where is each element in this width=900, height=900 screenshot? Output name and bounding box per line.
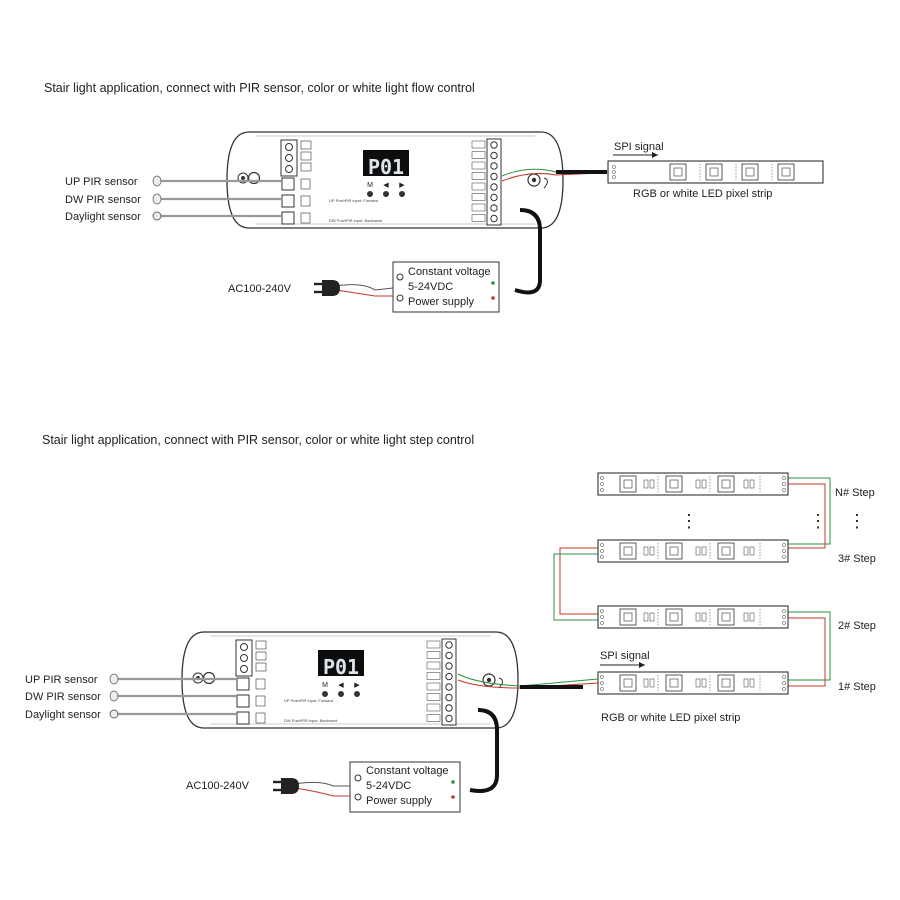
ac-plug-icon	[271, 776, 301, 796]
diagram1-controller: P01 M ◀ ▶ UP PushPIR input: Forward DW P…	[226, 131, 564, 229]
diagram1-psu-line1: Constant voltage	[408, 266, 491, 278]
strip-step-n	[597, 472, 789, 496]
diagram2-sensor-wires	[117, 677, 237, 716]
diagram2-daylight-label: Daylight sensor	[25, 709, 101, 721]
step-wiring	[553, 477, 831, 687]
diagram1-spi-label: SPI signal	[614, 141, 664, 153]
diagram2-psu-line3: Power supply	[366, 795, 433, 807]
ac-plug-icon	[312, 278, 342, 298]
controller-display: P01	[368, 155, 404, 179]
diagram1-strip-label: RGB or white LED pixel strip	[633, 188, 772, 200]
controller-display: P01	[323, 655, 359, 679]
up-pir-sensor-icon	[109, 673, 119, 685]
diagram1-spi-cable	[501, 168, 607, 182]
diagram2-spi-label: SPI signal	[600, 650, 650, 662]
diagram2-ac-wire	[294, 781, 350, 787]
diagram1-title: Stair light application, connect with PI…	[44, 81, 475, 95]
diagram1-psu-line2: 5-24VDC	[408, 281, 453, 293]
diagram2-dw-pir-label: DW PIR sensor	[25, 691, 101, 703]
daylight-sensor-icon	[109, 709, 119, 719]
strip-step-2	[597, 605, 789, 629]
diagram2-psu-line1: Constant voltage	[366, 765, 449, 777]
button-left-label: ◀	[383, 182, 389, 189]
step-n-label: N# Step	[835, 487, 875, 499]
diagram1-ac-wire	[335, 284, 394, 291]
note-dw: DW PushPIR input: Backward	[329, 218, 382, 223]
diagram1-daylight-label: Daylight sensor	[65, 211, 141, 223]
step-2-label: 2# Step	[838, 620, 876, 632]
strip-step-3	[597, 539, 789, 563]
step-1-label: 1# Step	[838, 681, 876, 693]
ellipsis-2: ⋮	[809, 511, 827, 531]
daylight-sensor-icon	[152, 211, 162, 221]
ellipsis-1: ⋮	[680, 511, 698, 531]
button-mode-label: M	[367, 182, 373, 189]
diagram2-power-supply: Constant voltage 5-24VDC Power supply	[349, 761, 461, 813]
diagram1-dc-cable	[514, 208, 542, 295]
diagram1-dw-pir-label: DW PIR sensor	[65, 194, 141, 206]
diagram2-controller: P01 M ◀ ▶ UP PushPIR input: Forward DW P…	[181, 631, 519, 729]
diagram2-dc-cable	[469, 708, 499, 793]
up-pir-sensor-icon	[152, 175, 162, 187]
note-up: UP PushPIR input: Forward	[284, 698, 333, 703]
diagram2-ac-label: AC100-240V	[186, 780, 250, 792]
button-right-label: ▶	[354, 682, 360, 689]
note-up: UP PushPIR input: Forward	[329, 198, 378, 203]
diagram2-strip-label: RGB or white LED pixel strip	[601, 712, 740, 724]
diagram2-up-pir-label: UP PIR sensor	[25, 674, 98, 686]
diagram2-title: Stair light application, connect with PI…	[42, 433, 474, 447]
dw-pir-sensor-icon	[152, 193, 162, 205]
diagram1-power-supply: Constant voltage 5-24VDC Power supply	[392, 261, 500, 313]
dw-pir-sensor-icon	[109, 690, 119, 702]
diagram1-psu-line3: Power supply	[408, 296, 475, 308]
ellipsis-3: ⋮	[848, 511, 866, 531]
strip-step-1	[597, 671, 789, 695]
button-right-label: ▶	[399, 182, 405, 189]
diagram1-ac-label: AC100-240V	[228, 283, 292, 295]
diagram2-spi-cable	[457, 673, 599, 689]
button-mode-label: M	[322, 682, 328, 689]
diagram1-up-pir-label: UP PIR sensor	[65, 176, 138, 188]
diagram1-led-strip	[607, 160, 824, 184]
diagram1-sensor-wires	[160, 179, 282, 218]
note-dw: DW PushPIR input: Backward	[284, 718, 337, 723]
button-left-label: ◀	[338, 682, 344, 689]
step-3-label: 3# Step	[838, 553, 876, 565]
diagram2-psu-line2: 5-24VDC	[366, 780, 411, 792]
